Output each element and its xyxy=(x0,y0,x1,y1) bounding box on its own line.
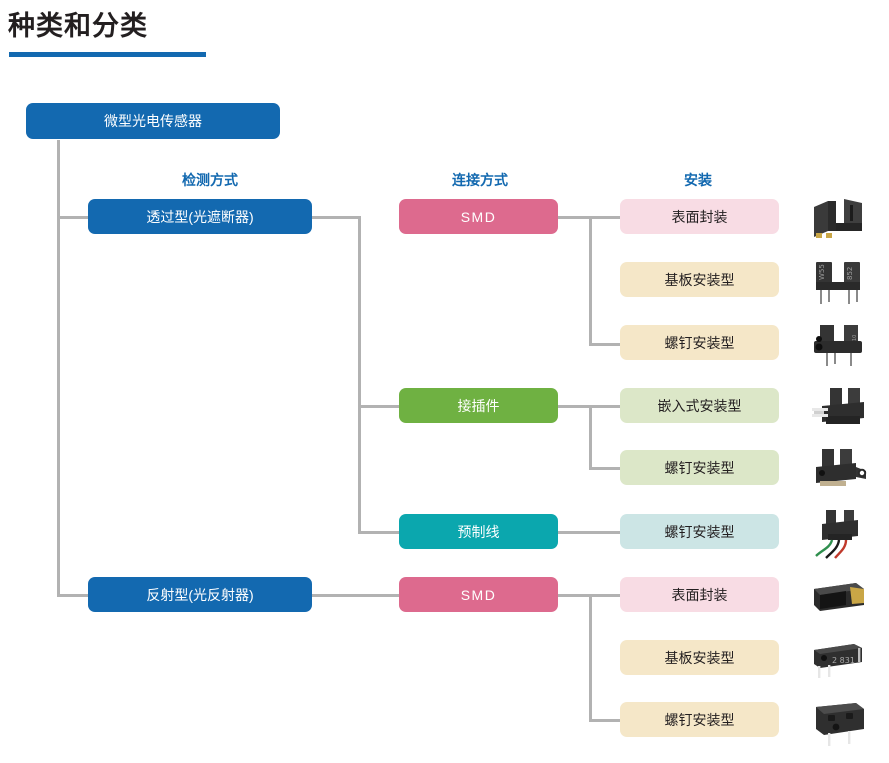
connector-reflective-out xyxy=(311,594,400,597)
svg-text:W55: W55 xyxy=(818,264,826,280)
node-connection-smd-reflective[interactable]: SMD xyxy=(399,577,558,612)
node-mounting-board-mount-2[interactable]: 基板安装型 xyxy=(620,640,779,675)
node-label: 预制线 xyxy=(457,523,500,540)
node-label: 嵌入式安装型 xyxy=(657,397,742,414)
connector-transmissive-to-connector xyxy=(358,405,400,408)
node-mounting-screw-mount-2[interactable]: 螺钉安装型 xyxy=(620,450,779,485)
node-detection-reflective[interactable]: 反射型(光反射器) xyxy=(88,577,312,612)
connector-connector-to-screw xyxy=(589,467,621,470)
photo-photointerrupter-wire-lead xyxy=(806,508,870,560)
photo-photointerrupter-through-hole: W55 852 xyxy=(806,256,870,308)
connector-transmissive-trunk xyxy=(358,216,361,532)
node-connection-wire[interactable]: 预制线 xyxy=(399,514,558,549)
photo-photoreflector-smd xyxy=(806,571,870,623)
connector-root-to-transmissive xyxy=(57,216,89,219)
node-label: 表面封装 xyxy=(671,586,728,603)
node-label: 螺钉安装型 xyxy=(664,334,735,351)
node-connection-smd-transmissive[interactable]: SMD xyxy=(399,199,558,234)
svg-text:10: 10 xyxy=(852,335,858,341)
node-label: 基板安装型 xyxy=(664,649,735,666)
column-header-mounting: 安装 xyxy=(684,172,712,188)
svg-text:852: 852 xyxy=(846,267,854,280)
node-label: 接插件 xyxy=(457,397,500,414)
column-header-connection: 连接方式 xyxy=(452,172,508,188)
page-title: 种类和分类 xyxy=(8,11,148,41)
node-label: SMD xyxy=(460,586,497,603)
node-mounting-screw-mount-1[interactable]: 螺钉安装型 xyxy=(620,325,779,360)
node-label: 透过型(光遮断器) xyxy=(146,208,254,225)
node-label: SMD xyxy=(460,208,497,225)
node-mounting-screw-mount-3[interactable]: 螺钉安装型 xyxy=(620,514,779,549)
connector-connector-trunk xyxy=(589,405,592,470)
node-mounting-surface-package-1[interactable]: 表面封装 xyxy=(620,199,779,234)
node-mounting-screw-mount-4[interactable]: 螺钉安装型 xyxy=(620,702,779,737)
connector-smd-top-to-screw xyxy=(589,343,621,346)
node-label: 螺钉安装型 xyxy=(664,711,735,728)
connector-root-trunk xyxy=(57,140,60,597)
node-label: 反射型(光反射器) xyxy=(146,586,254,603)
photo-photointerrupter-screw: 10 xyxy=(806,319,870,371)
node-label: 表面封装 xyxy=(671,208,728,225)
connector-transmissive-out xyxy=(311,216,361,219)
connector-root-to-reflective xyxy=(57,594,89,597)
connector-smd-bottom-trunk xyxy=(589,594,592,722)
photo-photointerrupter-connector-embedded xyxy=(806,382,870,434)
photo-photointerrupter-connector-screw xyxy=(806,445,870,497)
photo-photoreflector-screw xyxy=(806,697,870,749)
column-header-detection: 检测方式 xyxy=(182,172,238,188)
node-mounting-board-mount-1[interactable]: 基板安装型 xyxy=(620,262,779,297)
node-label: 微型光电传感器 xyxy=(104,113,202,129)
svg-text:2 831: 2 831 xyxy=(832,656,855,665)
node-mounting-surface-package-2[interactable]: 表面封装 xyxy=(620,577,779,612)
photo-photoreflector-through-hole: 2 831 xyxy=(806,634,870,686)
node-detection-transmissive[interactable]: 透过型(光遮断器) xyxy=(88,199,312,234)
connector-smd-top-trunk xyxy=(589,216,592,346)
node-label: 螺钉安装型 xyxy=(664,459,735,476)
node-mounting-embedded-mount[interactable]: 嵌入式安装型 xyxy=(620,388,779,423)
node-root-micro-photosensor[interactable]: 微型光电传感器 xyxy=(26,103,280,139)
connector-wire-out xyxy=(557,531,621,534)
photo-photointerrupter-smd xyxy=(806,193,870,245)
title-underline-rule xyxy=(9,52,206,57)
connector-transmissive-to-wire xyxy=(358,531,400,534)
node-label: 基板安装型 xyxy=(664,271,735,288)
connector-smd-bottom-to-screw xyxy=(589,719,621,722)
node-connection-connector[interactable]: 接插件 xyxy=(399,388,558,423)
node-label: 螺钉安装型 xyxy=(664,523,735,540)
